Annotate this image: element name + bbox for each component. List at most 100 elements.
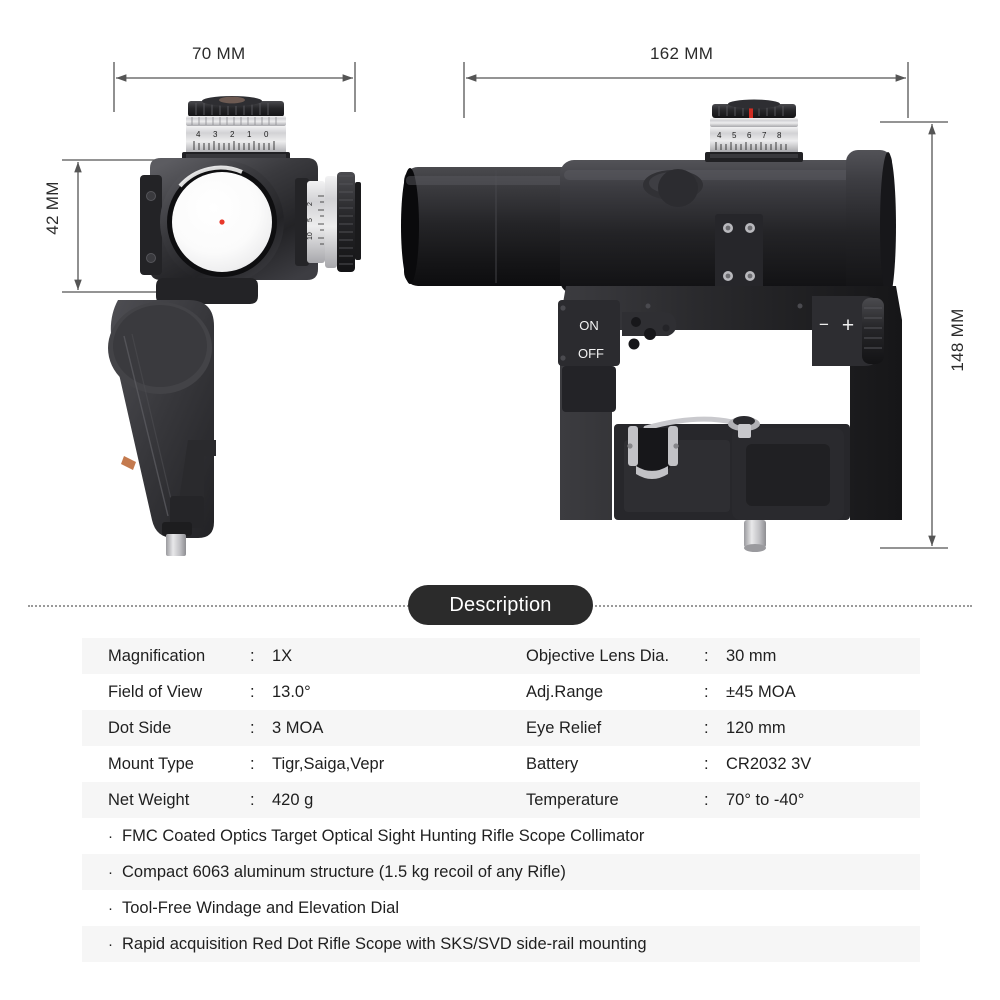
table-row: Dot Side : 3 MOA Eye Relief : 120 mm — [82, 710, 920, 746]
spec-pair-left: Mount Type : Tigr,Saiga,Vepr — [82, 746, 500, 782]
bullet-marker-icon: · — [108, 899, 113, 917]
side-rail-plate — [715, 214, 763, 294]
spec-pair-right: Eye Relief : 120 mm — [500, 710, 920, 746]
spec-key: Adj.Range — [526, 682, 604, 701]
scope-side-view: 4 5 6 7 8 — [401, 99, 902, 552]
spec-pair-right: Battery : CR2032 3V — [500, 746, 920, 782]
brightness-minus-label: − — [819, 315, 829, 334]
spec-key: Dot Side — [108, 718, 172, 737]
spec-key: Field of View — [108, 682, 203, 701]
bullet-marker-icon: · — [108, 827, 113, 845]
list-item: · Compact 6063 aluminum structure (1.5 k… — [82, 854, 920, 890]
specification-table: Magnification : 1X Objective Lens Dia. :… — [82, 638, 920, 818]
svg-text:5: 5 — [732, 131, 737, 140]
dimension-line-162mm — [463, 62, 909, 118]
spec-value: CR2032 3V — [726, 754, 812, 773]
table-row: Net Weight : 420 g Temperature : 70° to … — [82, 782, 920, 818]
scope-front-view: 4 3 2 1 0 — [108, 96, 361, 556]
dimension-label-70mm: 70 MM — [192, 44, 246, 63]
spec-colon: : — [250, 790, 255, 809]
spec-value: 1X — [272, 646, 293, 665]
on-off-switch: ON OFF — [558, 300, 677, 412]
brightness-plus-label: + — [842, 314, 854, 337]
feature-text: FMC Coated Optics Target Optical Sight H… — [122, 826, 645, 845]
feature-list: · FMC Coated Optics Target Optical Sight… — [82, 818, 920, 962]
side-objective-tube — [404, 167, 584, 286]
svg-text:0: 0 — [264, 130, 269, 139]
spec-key: Temperature — [526, 790, 619, 809]
brightness-dial: − + — [812, 296, 884, 366]
spec-pair-left: Net Weight : 420 g — [82, 782, 500, 818]
svg-text:3: 3 — [213, 130, 218, 139]
spec-value: 13.0° — [272, 682, 311, 701]
turret-index-mark — [749, 104, 753, 118]
spec-colon: : — [704, 646, 709, 665]
front-mount-bracket — [108, 278, 258, 556]
spec-colon: : — [704, 790, 709, 809]
table-row: Mount Type : Tigr,Saiga,Vepr Battery : C… — [82, 746, 920, 782]
spec-value: ±45 MOA — [726, 682, 796, 701]
svg-text:1: 1 — [247, 130, 252, 139]
spec-colon: : — [704, 718, 709, 737]
feature-text: Tool-Free Windage and Elevation Dial — [122, 898, 399, 917]
svg-text:10: 10 — [307, 232, 314, 240]
spec-key: Magnification — [108, 646, 206, 665]
dimension-label-162mm: 162 MM — [650, 44, 714, 63]
spec-key: Mount Type — [108, 754, 194, 773]
spec-pair-right: Temperature : 70° to -40° — [500, 782, 920, 818]
svg-text:8: 8 — [777, 131, 782, 140]
feature-text: Rapid acquisition Red Dot Rifle Scope wi… — [122, 934, 647, 953]
dimension-line-148mm — [880, 121, 948, 549]
front-mount-pin — [166, 534, 186, 556]
svg-text:2: 2 — [307, 202, 314, 206]
bullet-marker-icon: · — [108, 863, 113, 881]
list-item: · Rapid acquisition Red Dot Rifle Scope … — [82, 926, 920, 962]
spec-colon: : — [704, 682, 709, 701]
svg-text:6: 6 — [747, 131, 752, 140]
svg-text:5: 5 — [307, 218, 314, 222]
dimension-label-42mm: 42 MM — [43, 181, 62, 235]
spec-colon: : — [250, 754, 255, 773]
switch-on-label: ON — [579, 318, 599, 333]
description-heading: Description — [408, 585, 593, 625]
spec-value: 420 g — [272, 790, 314, 809]
spec-pair-left: Field of View : 13.0° — [82, 674, 500, 710]
table-row: Field of View : 13.0° Adj.Range : ±45 MO… — [82, 674, 920, 710]
spec-value: 30 mm — [726, 646, 777, 665]
svg-text:4: 4 — [196, 130, 201, 139]
front-elevation-turret: 4 3 2 1 0 — [182, 96, 290, 161]
spec-value: Tigr,Saiga,Vepr — [272, 754, 385, 773]
svg-text:2: 2 — [230, 130, 235, 139]
table-row: Magnification : 1X Objective Lens Dia. :… — [82, 638, 920, 674]
spec-colon: : — [704, 754, 709, 773]
dimension-line-70mm — [113, 62, 356, 112]
spec-colon: : — [250, 718, 255, 737]
spec-key: Objective Lens Dia. — [526, 646, 670, 665]
switch-off-label: OFF — [578, 346, 604, 361]
side-elevation-turret: 4 5 6 7 8 — [705, 99, 803, 162]
feature-text: Compact 6063 aluminum structure (1.5 kg … — [122, 862, 566, 881]
spec-key: Net Weight — [108, 790, 190, 809]
front-windage-turret: 2 5 10 — [295, 172, 361, 272]
side-mount-base — [614, 416, 850, 552]
spec-pair-right: Adj.Range : ±45 MOA — [500, 674, 920, 710]
spec-value: 120 mm — [726, 718, 786, 737]
spec-pair-left: Dot Side : 3 MOA — [82, 710, 500, 746]
spec-value: 3 MOA — [272, 718, 324, 737]
red-dot-reticle — [219, 219, 225, 225]
spec-value: 70° to -40° — [726, 790, 805, 809]
spec-colon: : — [250, 646, 255, 665]
spec-pair-right: Objective Lens Dia. : 30 mm — [500, 638, 920, 674]
spec-key: Battery — [526, 754, 579, 773]
dimension-label-148mm: 148 MM — [948, 308, 967, 372]
bullet-marker-icon: · — [108, 935, 113, 953]
description-divider-row: Description — [0, 585, 1000, 627]
spec-colon: : — [250, 682, 255, 701]
dimension-line-42mm — [62, 159, 160, 293]
svg-text:4: 4 — [717, 131, 722, 140]
list-item: · FMC Coated Optics Target Optical Sight… — [82, 818, 920, 854]
spec-pair-left: Magnification : 1X — [82, 638, 500, 674]
list-item: · Tool-Free Windage and Elevation Dial — [82, 890, 920, 926]
svg-text:7: 7 — [762, 131, 767, 140]
